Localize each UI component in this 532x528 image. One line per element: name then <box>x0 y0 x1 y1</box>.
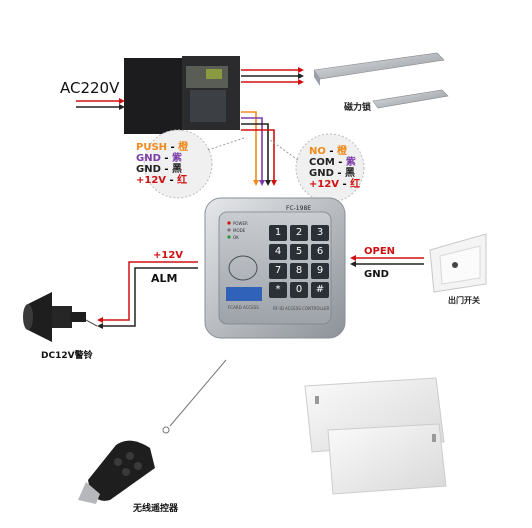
wire-name: GND <box>136 164 161 175</box>
alarm-label: ALM <box>151 272 178 285</box>
lock-wire-gnd-purple: GND - 紫 <box>136 153 188 164</box>
wire-sep: - <box>160 164 173 175</box>
wire-sep: - <box>333 168 346 179</box>
wire-name: GND <box>309 168 334 179</box>
controller-model: FC-198E <box>286 205 312 212</box>
ac-input-arrows <box>76 98 125 110</box>
key-4[interactable]: 4 <box>269 244 287 260</box>
wire-sep: - <box>167 142 179 153</box>
wire-color-label: 橙 <box>337 146 347 157</box>
wire-sep: - <box>166 175 178 186</box>
remote-control <box>78 440 155 504</box>
relay-wire-list: NO - 橙 COM - 紫 GND - 黑 +12V - 红 <box>309 146 360 190</box>
relay-wire-no: NO - 橙 <box>309 146 360 157</box>
key-0[interactable]: 0 <box>290 282 308 298</box>
key-hash[interactable]: # <box>311 282 329 298</box>
wire-name: GND <box>136 153 161 164</box>
led-label-ok: OK <box>233 235 239 240</box>
key-star[interactable]: * <box>269 282 287 298</box>
led-label-power: POWER <box>233 221 248 226</box>
wire-color-label: 黑 <box>172 164 183 175</box>
wire-sep: - <box>339 179 351 190</box>
controller-name: RF-ID ACCESS CONTROLLER <box>273 306 330 311</box>
remote-label: 无线遥控器 <box>133 504 179 514</box>
relay-wire-12v: +12V - 红 <box>309 179 360 190</box>
power-supply-box <box>124 56 240 134</box>
led-label-mode: MODE <box>233 228 246 233</box>
exit-gnd-label: GND <box>364 269 389 280</box>
alarm-wires <box>97 261 198 329</box>
relay-callout-leader <box>269 139 299 161</box>
keypad: 1 2 3 4 5 6 7 8 9 * 0 # <box>269 225 329 298</box>
lock-callout-leader <box>207 137 245 151</box>
maglock-label: 磁力锁 <box>344 103 372 113</box>
key-9[interactable]: 9 <box>311 263 329 279</box>
power-input-label: AC220V <box>60 79 120 97</box>
key-5[interactable]: 5 <box>290 244 308 260</box>
key-1[interactable]: 1 <box>269 225 287 241</box>
lock-wire-12v: +12V - 红 <box>136 175 188 186</box>
key-8[interactable]: 8 <box>290 263 308 279</box>
controller-feed-wires <box>241 111 277 186</box>
wire-name: COM <box>309 157 335 168</box>
wire-name: NO <box>309 146 326 157</box>
wire-sep: - <box>160 153 173 164</box>
key-6[interactable]: 6 <box>311 244 329 260</box>
lock-wire-gnd-black: GND - 黑 <box>136 164 188 175</box>
wire-color-label: 橙 <box>178 142 189 153</box>
wire-color-label: 黑 <box>345 168 356 179</box>
siren-label: DC12V警铃 <box>41 351 93 361</box>
exit-button-label: 出门开关 <box>448 296 480 305</box>
lock-wire-list: PUSH - 橙 GND - 紫 GND - 黑 +12V - 红 <box>136 142 188 186</box>
wire-sep: - <box>334 157 346 168</box>
alarm-voltage-label: +12V <box>153 250 184 261</box>
exit-wires <box>350 255 424 267</box>
key-2[interactable]: 2 <box>290 225 308 241</box>
exit-open-label: OPEN <box>364 246 396 257</box>
lock-wire-callout <box>143 129 213 199</box>
siren <box>23 292 98 342</box>
exit-button-device <box>429 233 487 293</box>
mode-led <box>227 228 231 232</box>
maglock-supply-arrows <box>241 67 304 85</box>
wire-color-label: 紫 <box>172 153 183 164</box>
wire-color-label: 红 <box>177 175 188 186</box>
key-3[interactable]: 3 <box>311 225 329 241</box>
wire-color-label: 紫 <box>345 157 356 168</box>
proximity-cards <box>304 377 447 495</box>
power-led <box>227 221 231 225</box>
remote-link-line <box>169 359 227 427</box>
wire-color-label: 红 <box>350 179 361 190</box>
magnetic-lock <box>313 52 449 109</box>
controller-brand: FCARD ACCESS <box>228 305 259 310</box>
wire-name: +12V <box>136 175 167 186</box>
lcd-display <box>226 287 262 301</box>
wire-name: +12V <box>309 179 340 190</box>
remote-link-end <box>162 426 170 434</box>
relay-wire-gnd: GND - 黑 <box>309 168 360 179</box>
wire-name: PUSH <box>136 142 168 153</box>
key-7[interactable]: 7 <box>269 263 287 279</box>
wire-sep: - <box>325 146 337 157</box>
relay-wire-com: COM - 紫 <box>309 157 360 168</box>
lock-wire-push: PUSH - 橙 <box>136 142 188 153</box>
ok-led <box>227 235 231 239</box>
